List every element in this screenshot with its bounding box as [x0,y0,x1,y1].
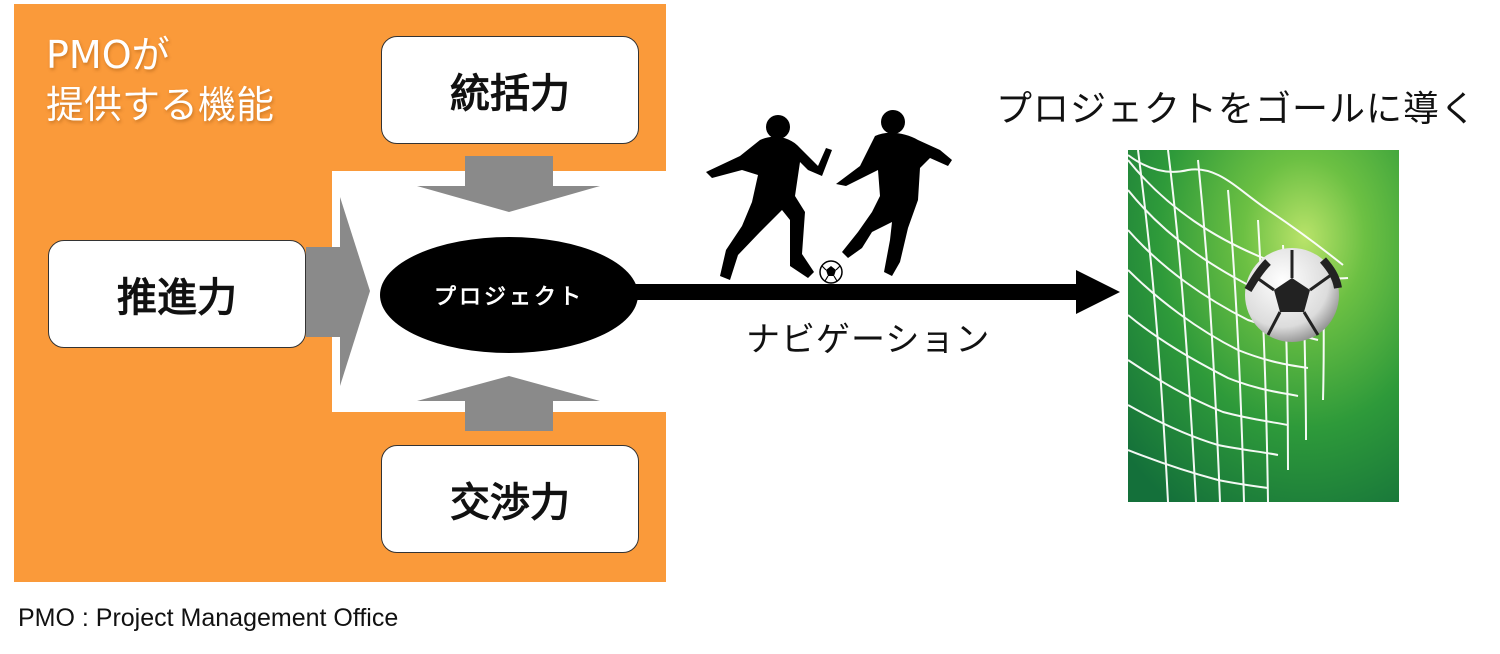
function-label-control: 統括力 [450,71,570,117]
footnote: PMO : Project Management Office [18,604,399,632]
soccer-players-silhouette [706,110,952,280]
arrow-left-right [306,197,370,386]
pmo-title-line2: 提供する機能 [46,83,275,127]
goal-net-image [1128,150,1399,502]
function-label-drive: 推進力 [117,275,237,321]
pmo-title: PMOが 提供する機能 [46,30,274,130]
goal-ball [1244,248,1342,342]
navigation-arrow [630,270,1120,314]
pmo-panel-shape [14,4,666,582]
pmo-panel [14,4,666,582]
pmo-title-line1: PMOが [46,33,170,77]
function-box-drive: 推進力 [48,240,306,348]
function-box-negotiation: 交渉力 [381,445,639,553]
function-box-control: 統括力 [381,36,639,144]
project-label: プロジェクト [433,285,584,310]
function-label-negotiation: 交渉力 [450,480,570,526]
soccer-ball-icon [819,260,843,284]
project-ellipse: プロジェクト [380,237,638,353]
goal-title: プロジェクトをゴールに導く [996,89,1478,130]
arrow-top-down [417,156,600,212]
arrow-bottom-up [417,376,600,431]
navigation-label: ナビゲーション [746,320,991,360]
